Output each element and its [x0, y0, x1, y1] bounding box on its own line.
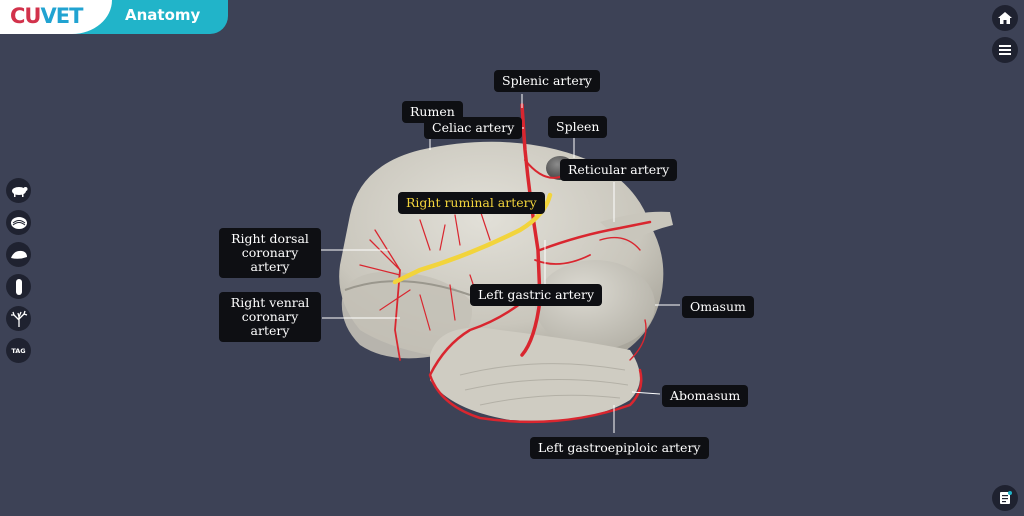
organ-layers-button[interactable]: [6, 210, 31, 235]
label-reticular-artery[interactable]: Reticular artery: [560, 159, 678, 181]
label-right-dorsal-coronary-artery[interactable]: Right dorsal coronary artery: [219, 228, 321, 278]
logo-text: CUVET: [10, 4, 83, 28]
celiac-splenic-trunk[interactable]: [520, 103, 542, 357]
animal-icon: [11, 186, 27, 197]
organ-section-icon: [10, 250, 27, 259]
label-left-gastric-artery[interactable]: Left gastric artery: [470, 284, 603, 306]
app-header: CUVET Anatomy: [0, 0, 228, 34]
animal-view-button[interactable]: [6, 178, 31, 203]
capsule-button[interactable]: [6, 274, 31, 299]
label-right-ruminal-artery[interactable]: Right ruminal artery: [398, 192, 545, 214]
logo: CUVET: [0, 0, 112, 34]
notes-button[interactable]: [992, 485, 1018, 511]
abomasum-organ[interactable]: [430, 327, 640, 421]
menu-icon: [999, 45, 1011, 55]
label-abomasum[interactable]: Abomasum: [662, 385, 749, 407]
organ-layers-icon: [10, 216, 27, 229]
capsule-icon: [15, 278, 22, 295]
vessel-tree-icon: [10, 310, 27, 327]
menu-button[interactable]: [992, 37, 1018, 63]
abomasum-folds: [459, 363, 629, 406]
label-left-gastroepiploic-artery[interactable]: Left gastroepiploic artery: [530, 437, 709, 459]
logo-text-left: CU: [10, 4, 41, 28]
esophagus-organ[interactable]: [600, 211, 673, 245]
rumen-ventral-sac[interactable]: [341, 271, 472, 359]
notes-icon: [1000, 491, 1012, 504]
vessel-tree-button[interactable]: [6, 306, 31, 331]
home-button[interactable]: [992, 5, 1018, 31]
organ-section-button[interactable]: [6, 242, 31, 267]
label-spleen[interactable]: Spleen: [548, 116, 608, 138]
label-splenic-artery[interactable]: Splenic artery: [494, 70, 600, 92]
label-omasum[interactable]: Omasum: [682, 296, 754, 318]
page-title: Anatomy: [125, 6, 201, 24]
coronary-groove: [344, 280, 471, 296]
gastroepiploic-path[interactable]: [428, 298, 643, 424]
tag-icon: TAG: [11, 346, 26, 355]
label-right-venral-coronary-artery[interactable]: Right venral coronary artery: [219, 292, 321, 342]
label-celiac-artery[interactable]: Celiac artery: [424, 117, 523, 139]
tag-button[interactable]: TAG: [6, 338, 31, 363]
home-icon: [998, 12, 1012, 24]
logo-text-right: VET: [40, 4, 83, 28]
